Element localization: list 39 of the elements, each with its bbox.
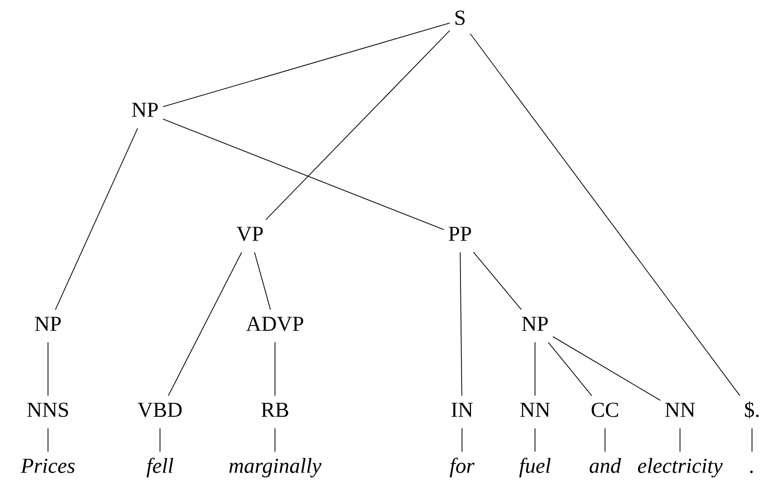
- tree-branch: [470, 33, 740, 396]
- category-label: VP: [236, 226, 263, 242]
- tree-branch: [54, 128, 138, 310]
- tree-branch: [274, 342, 276, 396]
- word-label: fell: [146, 458, 174, 478]
- category-label: VBD: [138, 402, 182, 418]
- category-label: RB: [261, 402, 288, 417]
- tree-branch: [604, 428, 606, 452]
- tree-branch: [265, 30, 450, 220]
- tree-branch: [274, 428, 276, 452]
- word-label: fuel: [519, 458, 551, 478]
- word-label: Prices: [20, 458, 75, 474]
- category-label: NN: [520, 402, 550, 417]
- word-label: marginally: [229, 458, 322, 478]
- tree-branch: [548, 342, 592, 396]
- category-label: $.: [744, 401, 759, 418]
- tree-branch: [254, 252, 271, 310]
- tree-branch: [473, 252, 522, 310]
- category-label: IN: [452, 402, 473, 417]
- tree-branch: [534, 342, 536, 396]
- word-label: electricity: [638, 458, 723, 478]
- word-label: and: [590, 458, 622, 474]
- tree-branch: [534, 428, 536, 452]
- category-label: NNS: [27, 402, 68, 418]
- tree-branch: [162, 118, 444, 230]
- category-label: NP: [522, 316, 548, 331]
- category-label: NP: [132, 102, 158, 117]
- category-label: NP: [34, 316, 61, 331]
- word-label: .: [750, 470, 753, 474]
- category-label: ADVP: [246, 316, 304, 332]
- category-label: PP: [448, 226, 471, 241]
- tree-branch: [168, 252, 242, 396]
- word-label: for: [450, 458, 475, 478]
- tree-branch: [460, 252, 462, 396]
- category-label: S: [456, 10, 465, 25]
- category-label: CC: [592, 402, 618, 418]
- category-label: NN: [665, 402, 695, 417]
- tree-branch: [162, 22, 450, 108]
- tree-branch: [552, 336, 661, 401]
